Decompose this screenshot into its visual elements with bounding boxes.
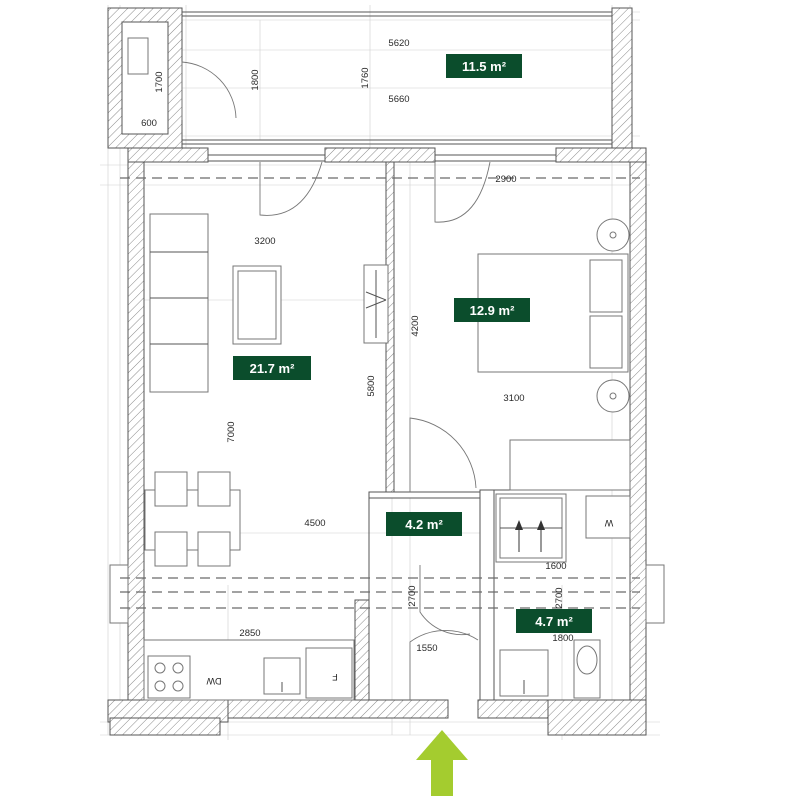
dim-balcony-side-h: 1700 bbox=[154, 71, 165, 92]
dim-balcony-side-w: 600 bbox=[141, 118, 157, 129]
exterior-walls bbox=[107, 147, 665, 736]
arrow-up-icon bbox=[416, 730, 468, 796]
dim-balcony-height-a: 1800 bbox=[250, 69, 261, 90]
dim-bath-side: 2700 bbox=[554, 587, 565, 608]
fridge-label: F bbox=[332, 672, 338, 682]
bedroom-furniture bbox=[409, 161, 631, 492]
dim-bath-top: 1600 bbox=[545, 561, 566, 572]
dimension-labels: 5620 5660 1800 1760 1700 600 2900 3200 4… bbox=[141, 38, 574, 654]
area-bathroom: 4.7 m² bbox=[535, 614, 573, 629]
dim-balcony-bottom: 5660 bbox=[388, 94, 409, 105]
area-badge-living: 21.7 m² bbox=[233, 356, 311, 380]
beam-lines bbox=[120, 177, 640, 609]
area-bedroom: 12.9 m² bbox=[470, 303, 515, 318]
dim-bedroom-left: 4200 bbox=[410, 315, 421, 336]
dim-balcony-top: 5620 bbox=[388, 38, 409, 49]
dim-living-right: 5800 bbox=[366, 375, 377, 396]
area-badge-bathroom: 4.7 m² bbox=[516, 609, 592, 633]
area-badge-hall: 4.2 m² bbox=[386, 512, 462, 536]
dim-hall-left: 2700 bbox=[407, 585, 418, 606]
dim-balcony-height-b: 1760 bbox=[360, 67, 371, 88]
area-balcony: 11.5 m² bbox=[462, 59, 507, 74]
dishwasher-label: DW bbox=[206, 676, 221, 686]
appliance-labels: DW F W bbox=[206, 518, 613, 686]
area-hall: 4.2 m² bbox=[405, 517, 443, 532]
kitchen-counter bbox=[143, 639, 355, 701]
interior-walls bbox=[354, 161, 630, 701]
area-badge-balcony: 11.5 m² bbox=[446, 54, 522, 78]
living-furniture bbox=[144, 161, 389, 567]
dim-hall-bottom: 1550 bbox=[416, 643, 437, 654]
dim-living-left: 7000 bbox=[226, 421, 237, 442]
dim-kitchen: 2850 bbox=[239, 628, 260, 639]
area-living: 21.7 m² bbox=[250, 361, 295, 376]
dim-bath-bottom: 1800 bbox=[552, 633, 573, 644]
balcony bbox=[107, 7, 633, 149]
shower-arrows bbox=[515, 520, 545, 552]
washer-label: W bbox=[604, 518, 613, 528]
area-badge-bedroom: 12.9 m² bbox=[454, 298, 530, 322]
bathroom-fixtures bbox=[409, 493, 631, 700]
dim-living-top: 3200 bbox=[254, 236, 275, 247]
dim-bedroom-top: 2900 bbox=[495, 174, 516, 185]
dim-bedroom-bottom: 3100 bbox=[503, 393, 524, 404]
dim-living-width: 4500 bbox=[304, 518, 325, 529]
